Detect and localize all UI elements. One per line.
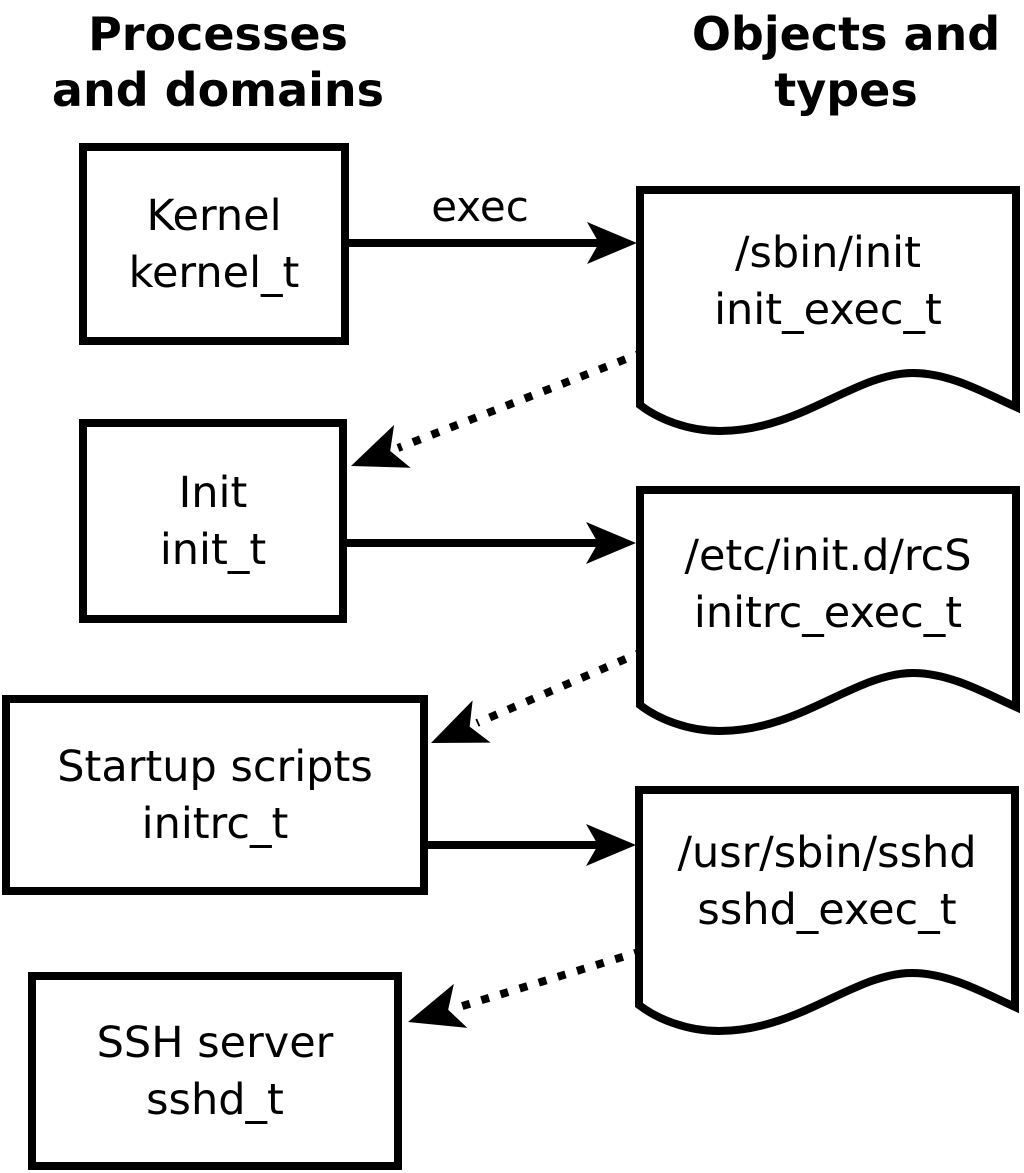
process-domain-type: kernel_t <box>129 248 300 298</box>
process-box-rect <box>79 143 349 345</box>
object-doc-usr-sbin-sshd: /usr/sbin/sshd sshd_exec_t <box>635 786 1019 1036</box>
object-doc-etc-initd-rcS: /etc/init.d/rcS initrc_exec_t <box>636 486 1020 736</box>
header-processes-line2: and domains <box>52 63 384 117</box>
document-shape <box>635 786 1019 1036</box>
process-domain-type: initrc_t <box>142 799 289 849</box>
transition-arrow-sbin-init-to-init <box>351 348 646 468</box>
object-doc-sbin-init: /sbin/init init_exec_t <box>636 186 1020 436</box>
process-box-kernel: Kernel kernel_t <box>79 143 349 345</box>
process-box-rect <box>79 419 347 623</box>
process-box-ssh-server: SSH server sshd_t <box>28 972 402 1170</box>
transition-line <box>475 647 646 727</box>
arrowhead-icon <box>586 522 636 564</box>
header-objects-line1: Objects and <box>692 7 1000 61</box>
column-header-processes: Processes and domains <box>52 7 384 117</box>
transition-line <box>396 348 646 452</box>
object-type: sshd_exec_t <box>697 885 956 935</box>
transition-arrow-sshd-exec-to-sshd <box>408 947 644 1028</box>
arrowhead-icon <box>351 424 411 468</box>
process-name: Init <box>179 468 248 518</box>
exec-arrow-kernel-to-sbin-init: exec <box>345 182 637 264</box>
exec-arrow-init-to-rcS <box>343 522 636 564</box>
transition-line <box>454 947 644 1012</box>
header-processes-line1: Processes <box>88 7 348 61</box>
object-path: /sbin/init <box>735 228 921 278</box>
process-box-startup-scripts: Startup scripts initrc_t <box>2 695 428 895</box>
process-box-rect <box>28 972 402 1170</box>
process-name: Startup scripts <box>57 742 373 792</box>
transition-arrow-rcS-to-initrc <box>431 647 646 743</box>
arrowhead-icon <box>408 983 468 1028</box>
object-path: /etc/init.d/rcS <box>684 531 971 581</box>
document-shape <box>636 186 1020 436</box>
process-name: SSH server <box>97 1018 334 1068</box>
arrowhead-icon <box>431 700 491 743</box>
object-type: init_exec_t <box>714 285 942 335</box>
arrowhead-icon <box>586 824 636 866</box>
object-type: initrc_exec_t <box>694 588 962 638</box>
process-name: Kernel <box>146 191 281 241</box>
exec-arrow-initrc-to-sshd <box>424 824 636 866</box>
process-domain-type: init_t <box>160 525 266 575</box>
column-header-objects: Objects and types <box>692 7 1000 117</box>
header-objects-line2: types <box>774 63 917 117</box>
process-domain-type: sshd_t <box>146 1075 284 1125</box>
exec-label: exec <box>431 182 529 231</box>
process-box-init: Init init_t <box>79 419 347 623</box>
process-box-rect <box>2 695 428 895</box>
arrowhead-icon <box>587 222 637 264</box>
object-path: /usr/sbin/sshd <box>677 828 976 878</box>
document-shape <box>636 486 1020 736</box>
